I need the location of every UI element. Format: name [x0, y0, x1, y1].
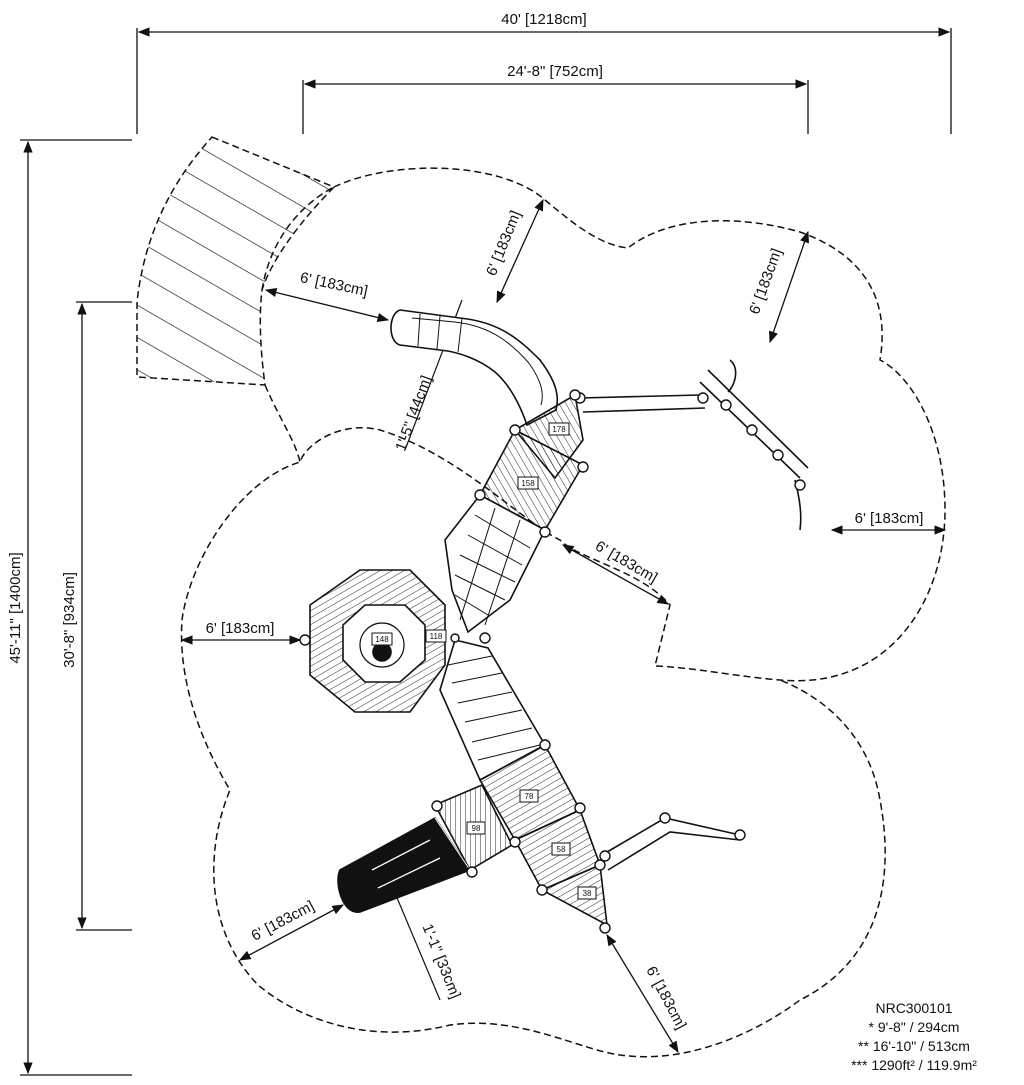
clearance-label-top: 6' [183cm]: [483, 208, 525, 278]
clearance-arrow-top-right: [769, 230, 809, 344]
deck-tag-118: 118: [430, 632, 443, 641]
clearance-label-left: 6' [183cm]: [206, 620, 275, 637]
deck-tag-58: 58: [557, 845, 566, 854]
clearance-arrow-bottom-left: [238, 904, 345, 961]
use-zone-top-left: [261, 186, 335, 291]
deck-tag-38: 38: [583, 889, 592, 898]
legend-line-1: * 9'-8" / 294cm: [868, 1019, 960, 1035]
dimension-structure-width: [302, 79, 809, 134]
legend-line-2: ** 16'-10" / 513cm: [858, 1038, 970, 1054]
lower-right-climber: [601, 817, 741, 871]
clearance-label-top-left: 6' [183cm]: [299, 269, 370, 300]
clearance-label-right: 6' [183cm]: [855, 510, 924, 527]
use-zone-upper-left: [264, 384, 301, 463]
clearance-label-middle: 6' [183cm]: [592, 538, 660, 587]
top-slide: [390, 309, 559, 427]
slide-width-label-bottom: 1'-1" [33cm]: [418, 921, 463, 1001]
overall-width-label: 40' [1218cm]: [501, 11, 586, 28]
upper-bridge: [444, 493, 547, 634]
dimension-structure-depth: [76, 301, 132, 931]
clearance-label-top-right: 6' [183cm]: [746, 246, 785, 316]
slide-width-label-top: 1'-5" [44cm]: [392, 373, 435, 453]
deck-tag-78: 78: [525, 792, 534, 801]
deck-tag-98: 98: [472, 824, 481, 833]
deck-tag-178: 178: [552, 425, 566, 434]
deck-38: [540, 863, 608, 927]
structure-width-label: 24'-8" [752cm]: [507, 63, 603, 80]
clearance-arrow-middle: [561, 544, 670, 605]
hatched-area: [136, 136, 336, 386]
overall-depth-label: 45'-11" [1400cm]: [7, 552, 24, 663]
dimension-overall-width: [136, 27, 952, 134]
overhead-ladder: [579, 359, 809, 531]
bottom-double-slide: [337, 816, 472, 913]
spec-legend: NRC300101 * 9'-8" / 294cm ** 16'-10" / 5…: [814, 999, 1014, 1075]
deck-tag-148: 148: [375, 635, 389, 644]
use-zone-boundary: [180, 167, 946, 1058]
deck-height-tags: 178 158 148 118 78 98 58 38: [371, 422, 597, 900]
model-number: NRC300101: [875, 1000, 953, 1016]
clearance-arrow-top: [496, 198, 544, 304]
clearance-arrow-top-left: [264, 287, 390, 323]
structure-depth-label: 30'-8" [934cm]: [61, 572, 78, 668]
legend-line-3: *** 1290ft² / 119.9m²: [851, 1057, 977, 1073]
dimension-overall-depth: [20, 139, 132, 1076]
deck-tag-158: 158: [521, 479, 535, 488]
slide-width-dim-bottom: [394, 892, 441, 1001]
clearance-arrow-bottom-right: [606, 933, 679, 1054]
clearance-label-bottom-right: 6' [183cm]: [642, 964, 689, 1033]
support-posts: [299, 389, 606, 896]
